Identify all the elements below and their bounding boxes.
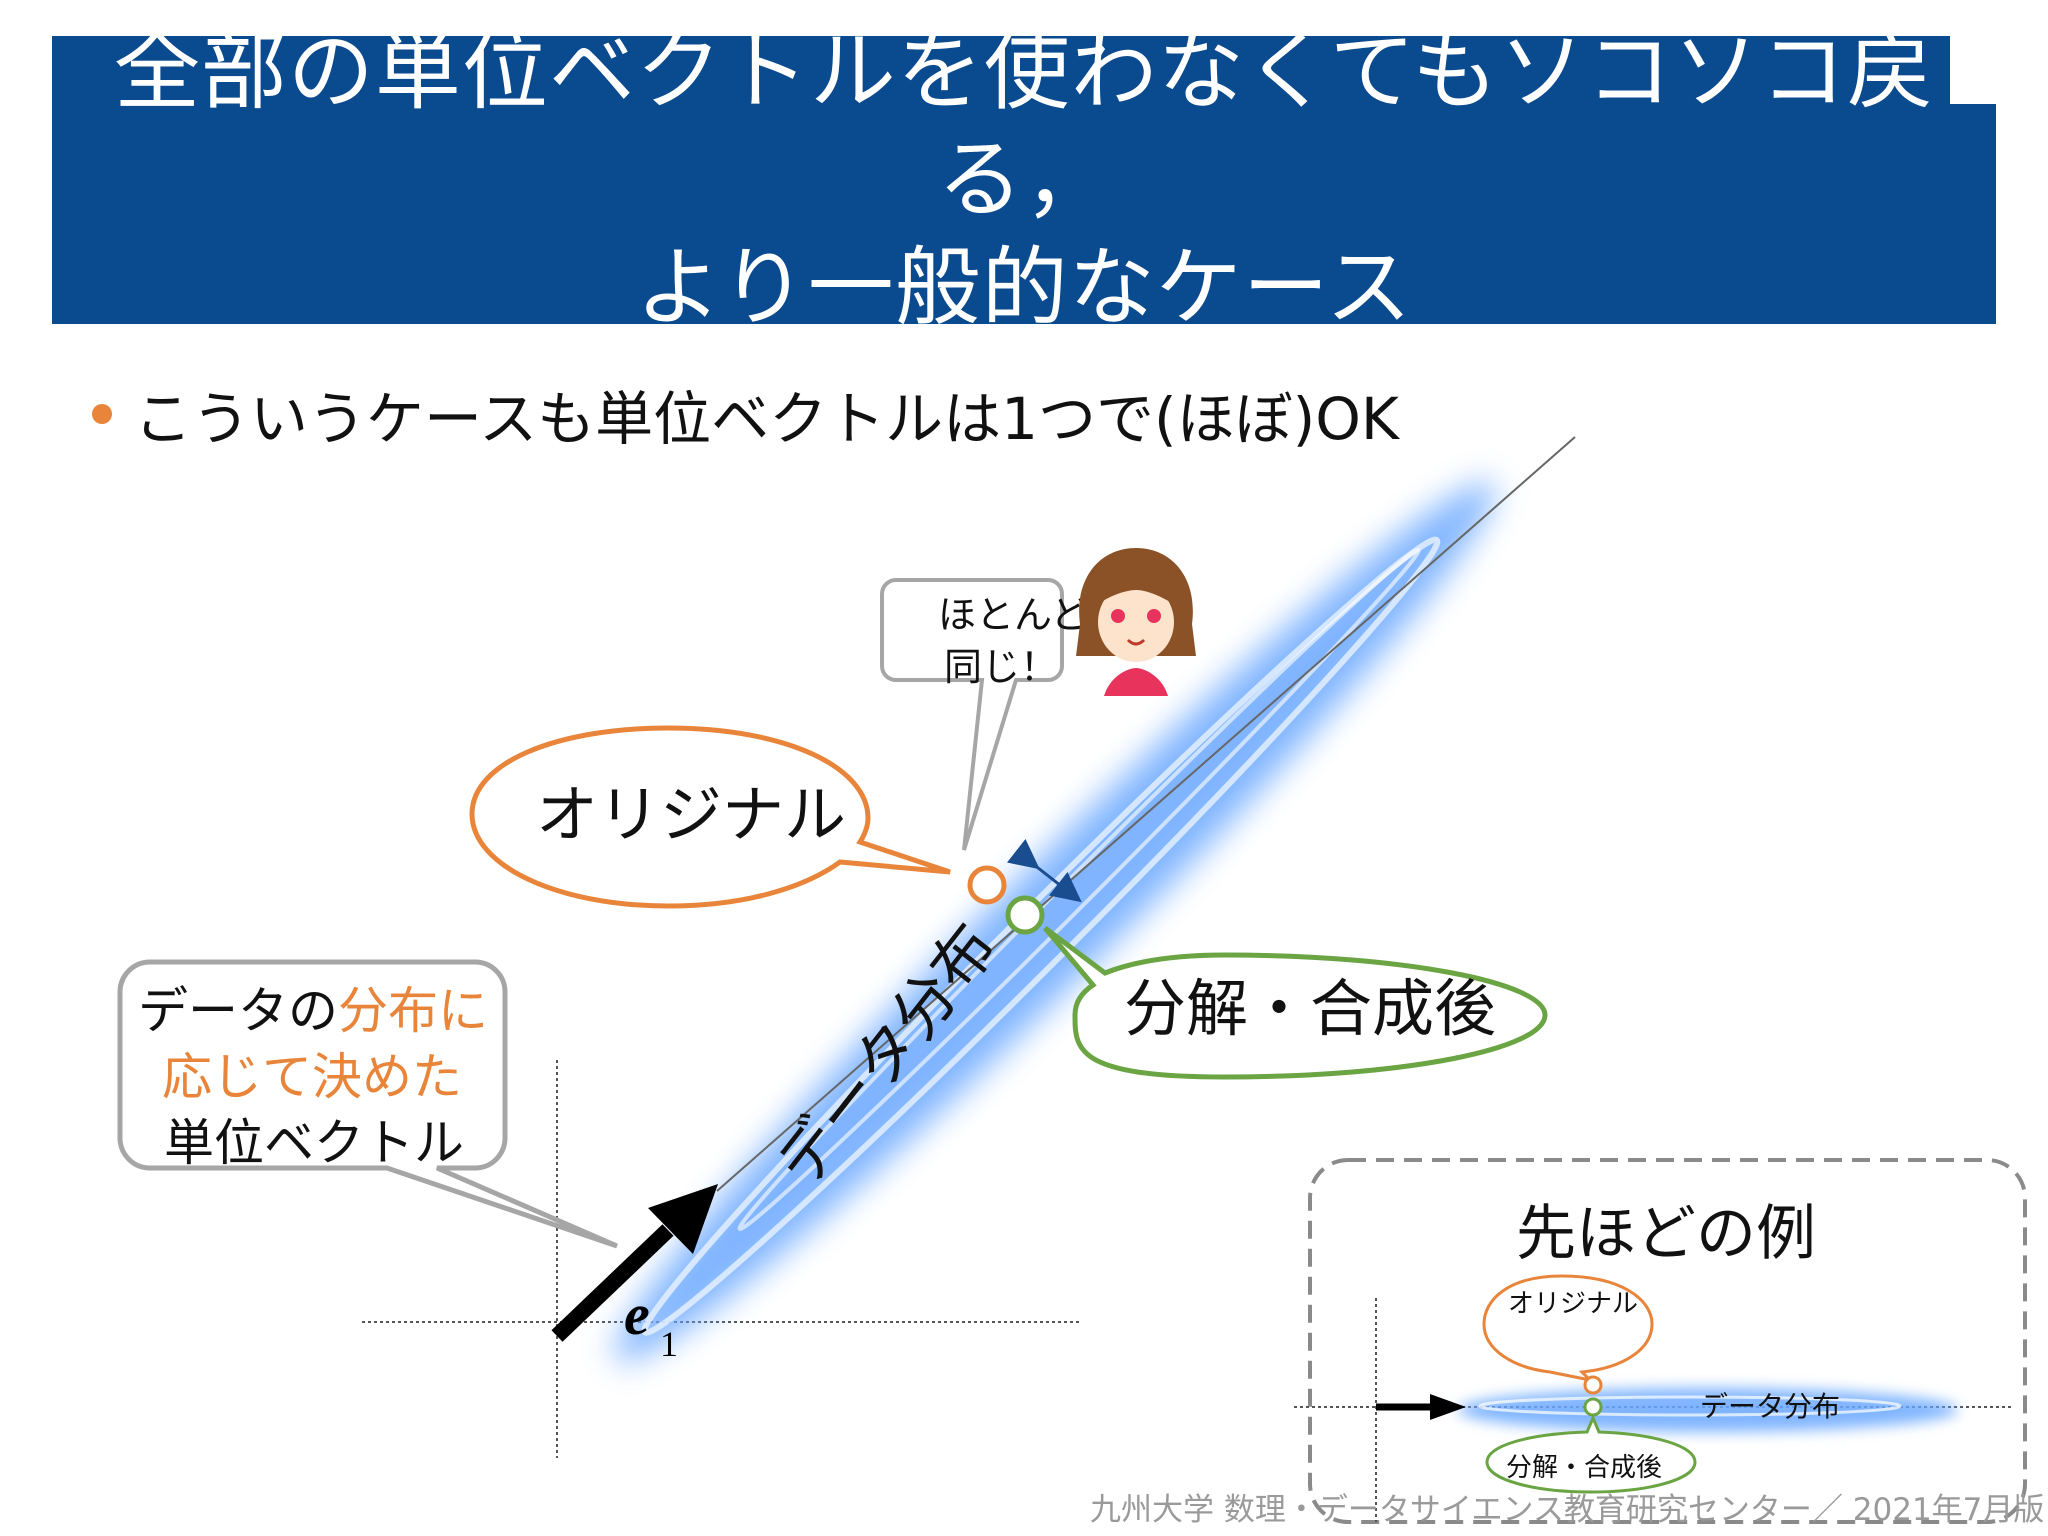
- bullet-dot-icon: [92, 404, 112, 424]
- reconstructed-label: 分解・合成後: [1124, 972, 1496, 1045]
- bullet-text: こういうケースも単位ベクトルは1つで(ほぼ)OK: [134, 385, 1399, 453]
- title-bar: 全部の単位ベクトルを使わなくてもソコソコ戻る， より一般的なケース: [52, 22, 1996, 338]
- bullet-row: こういうケースも単位ベクトルは1つで(ほぼ)OK: [92, 372, 1399, 456]
- footer: 九州大学 数理・データサイエンス教育研究センター／ 2021年7月版: [1090, 1492, 2045, 1528]
- inset-original-label: オリジナル: [1508, 1289, 1638, 1319]
- title-corner: [1950, 0, 2048, 104]
- callout-line-3: 単位ベクトル: [164, 1114, 464, 1172]
- inset-distribution-label: データ分布: [1700, 1390, 1840, 1423]
- callout-line-1: データの分布に: [138, 982, 488, 1040]
- title-line-1: 全部の単位ベクトルを使わなくてもソコソコ戻る，: [113, 22, 1935, 230]
- vector-subscript: 1: [660, 1324, 678, 1364]
- inset-border: [1308, 1158, 2027, 1524]
- vector-label: e: [624, 1282, 650, 1347]
- inset-reconstructed-label: 分解・合成後: [1506, 1453, 1662, 1483]
- principal-axis-line: [716, 436, 1576, 1192]
- inset-reconstructed-point: [1583, 1397, 1603, 1417]
- callout-line-1-plain: データの: [138, 982, 338, 1040]
- inset-example: 先ほどの例 データ分布 オリジナル 分解・合成後: [1294, 1158, 2027, 1524]
- axes: [362, 1060, 1082, 1458]
- original-point: [967, 865, 1007, 905]
- original-label: オリジナル: [536, 778, 846, 851]
- callout-line-1-accent: 分布に: [338, 982, 488, 1040]
- inset-title: 先ほどの例: [1516, 1199, 1816, 1269]
- original-callout: オリジナル: [469, 725, 951, 909]
- callout-line-2: 応じて決めた: [162, 1048, 462, 1106]
- inset-original-callout: [1482, 1274, 1654, 1383]
- callout-unit-vector: データの分布に 応じて決めた 単位ベクトル: [117, 959, 618, 1249]
- reconstructed-callout: 分解・合成後: [1043, 926, 1548, 1080]
- girl-speech-line-1: ほとんど: [938, 593, 1089, 637]
- inset-original-point: [1583, 1375, 1603, 1395]
- reconstructed-point: [1005, 895, 1045, 935]
- unit-vector-arrow: [551, 1184, 718, 1342]
- girl-speech-bubble: ほとんど 同じ！: [880, 578, 1089, 851]
- girl-speech-line-2: 同じ！: [944, 645, 1058, 689]
- inset-reconstructed-callout: [1485, 1414, 1697, 1494]
- distance-arrow: [1006, 838, 1082, 903]
- girl-avatar-icon: [1076, 548, 1196, 696]
- title-line-2: より一般的なケース: [635, 238, 1413, 338]
